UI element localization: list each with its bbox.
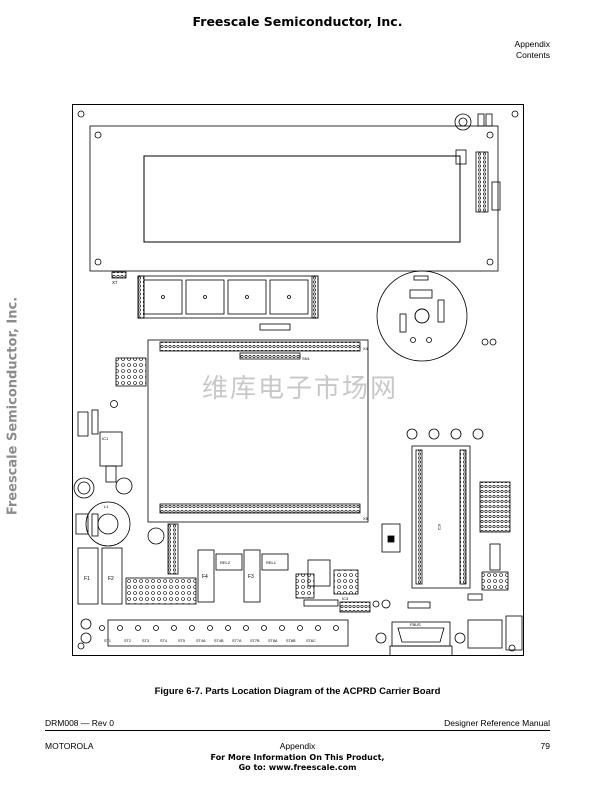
- label-st6c: ST6C: [306, 639, 316, 643]
- figure-caption: Figure 6-7. Parts Location Diagram of th…: [154, 686, 441, 697]
- label-fbus: FBUS: [410, 622, 421, 627]
- label-st4a: ST4A: [196, 639, 206, 643]
- terminal-strip: ST1 ST2 ST3 ST4 ST5 ST4A ST4B ST7A ST7B …: [80, 618, 349, 647]
- label-st2: ST2: [124, 639, 131, 643]
- carrier-board-diagram: X7 X4 SN1 X5 IC1 L1: [72, 104, 524, 656]
- inductor-l1: [85, 501, 131, 547]
- label-f1: F1: [84, 576, 90, 582]
- label-f2: F2: [108, 576, 114, 582]
- fbus-connector-x8: FBUS X8: [375, 621, 466, 656]
- footer-rule-line: DRM008 — Rev 0 Designer Reference Manual: [45, 718, 550, 731]
- label-x7: X7: [112, 280, 118, 285]
- label-st3: ST3: [142, 639, 149, 643]
- controller-daughter-board: [147, 339, 369, 523]
- label-x5: X5: [363, 516, 369, 521]
- ic3: [339, 601, 371, 613]
- ic2: [411, 445, 471, 589]
- label-ic2: IC2: [437, 524, 442, 531]
- label-st1: ST1: [104, 639, 111, 643]
- running-header-section: Appendix Contents: [515, 39, 550, 61]
- label-f4: F4: [202, 574, 208, 580]
- footer-bottom-line: MOTOROLA Appendix 79: [45, 741, 550, 753]
- label-x4: X4: [363, 346, 369, 351]
- footer-section: Appendix: [279, 741, 316, 751]
- label-st4b: ST4B: [214, 639, 224, 643]
- label-st7b: ST7B: [250, 639, 260, 643]
- side-banner: Freescale Semiconductor, Inc.: [3, 256, 23, 556]
- lcd-window: [143, 155, 461, 243]
- side-banner-text: Freescale Semiconductor, Inc.: [5, 296, 21, 516]
- lcd-module: [89, 125, 499, 272]
- label-sn1: SN1: [302, 356, 311, 361]
- label-rel1: REL1: [266, 560, 277, 565]
- label-l1: L1: [104, 504, 109, 509]
- label-rel2: REL2: [220, 560, 231, 565]
- header-connector: [159, 341, 361, 352]
- label-st4: ST4: [160, 639, 167, 643]
- footer-doc-type: Designer Reference Manual: [444, 718, 550, 728]
- fuse-f4: [197, 549, 215, 603]
- mounting-hole: [77, 110, 85, 118]
- pcb-outline: [72, 104, 524, 656]
- fuse-f1: [77, 547, 99, 605]
- footer-promo: For More Information On This Product, Go…: [0, 753, 595, 773]
- footer-promo-line1: For More Information On This Product,: [210, 753, 385, 762]
- label-ic1: IC1: [102, 436, 109, 441]
- label-st7a: ST7A: [232, 639, 242, 643]
- header-section-label: Appendix: [514, 39, 550, 49]
- header-connector: [475, 151, 489, 213]
- mounting-hole: [511, 110, 519, 118]
- label-ic3: IC3: [342, 596, 349, 601]
- fuse-f2: [101, 547, 123, 605]
- footer-doc-id: DRM008 — Rev 0: [45, 718, 114, 728]
- fuse-f3: [243, 549, 261, 603]
- header-subsection-label: Contents: [515, 50, 550, 60]
- label-st5: ST5: [178, 639, 185, 643]
- running-header-title: Freescale Semiconductor, Inc.: [192, 14, 403, 29]
- label-st8a: ST8A: [268, 639, 278, 643]
- relay-row: [137, 275, 319, 319]
- relay-rel2: [215, 553, 243, 571]
- label-st8b: ST8B: [286, 639, 296, 643]
- footer-promo-link[interactable]: Go to: www.freescale.com: [238, 763, 357, 772]
- relay-rel1: [261, 553, 289, 571]
- rotary-encoder-area: [376, 270, 468, 362]
- footer-page-number: 79: [540, 741, 550, 751]
- footer-company: MOTOROLA: [45, 741, 94, 751]
- label-f3: F3: [248, 574, 254, 580]
- watermark: 维库电子市场网: [201, 374, 398, 404]
- trimmer-pot: [454, 113, 472, 131]
- mounting-hole: [77, 642, 85, 650]
